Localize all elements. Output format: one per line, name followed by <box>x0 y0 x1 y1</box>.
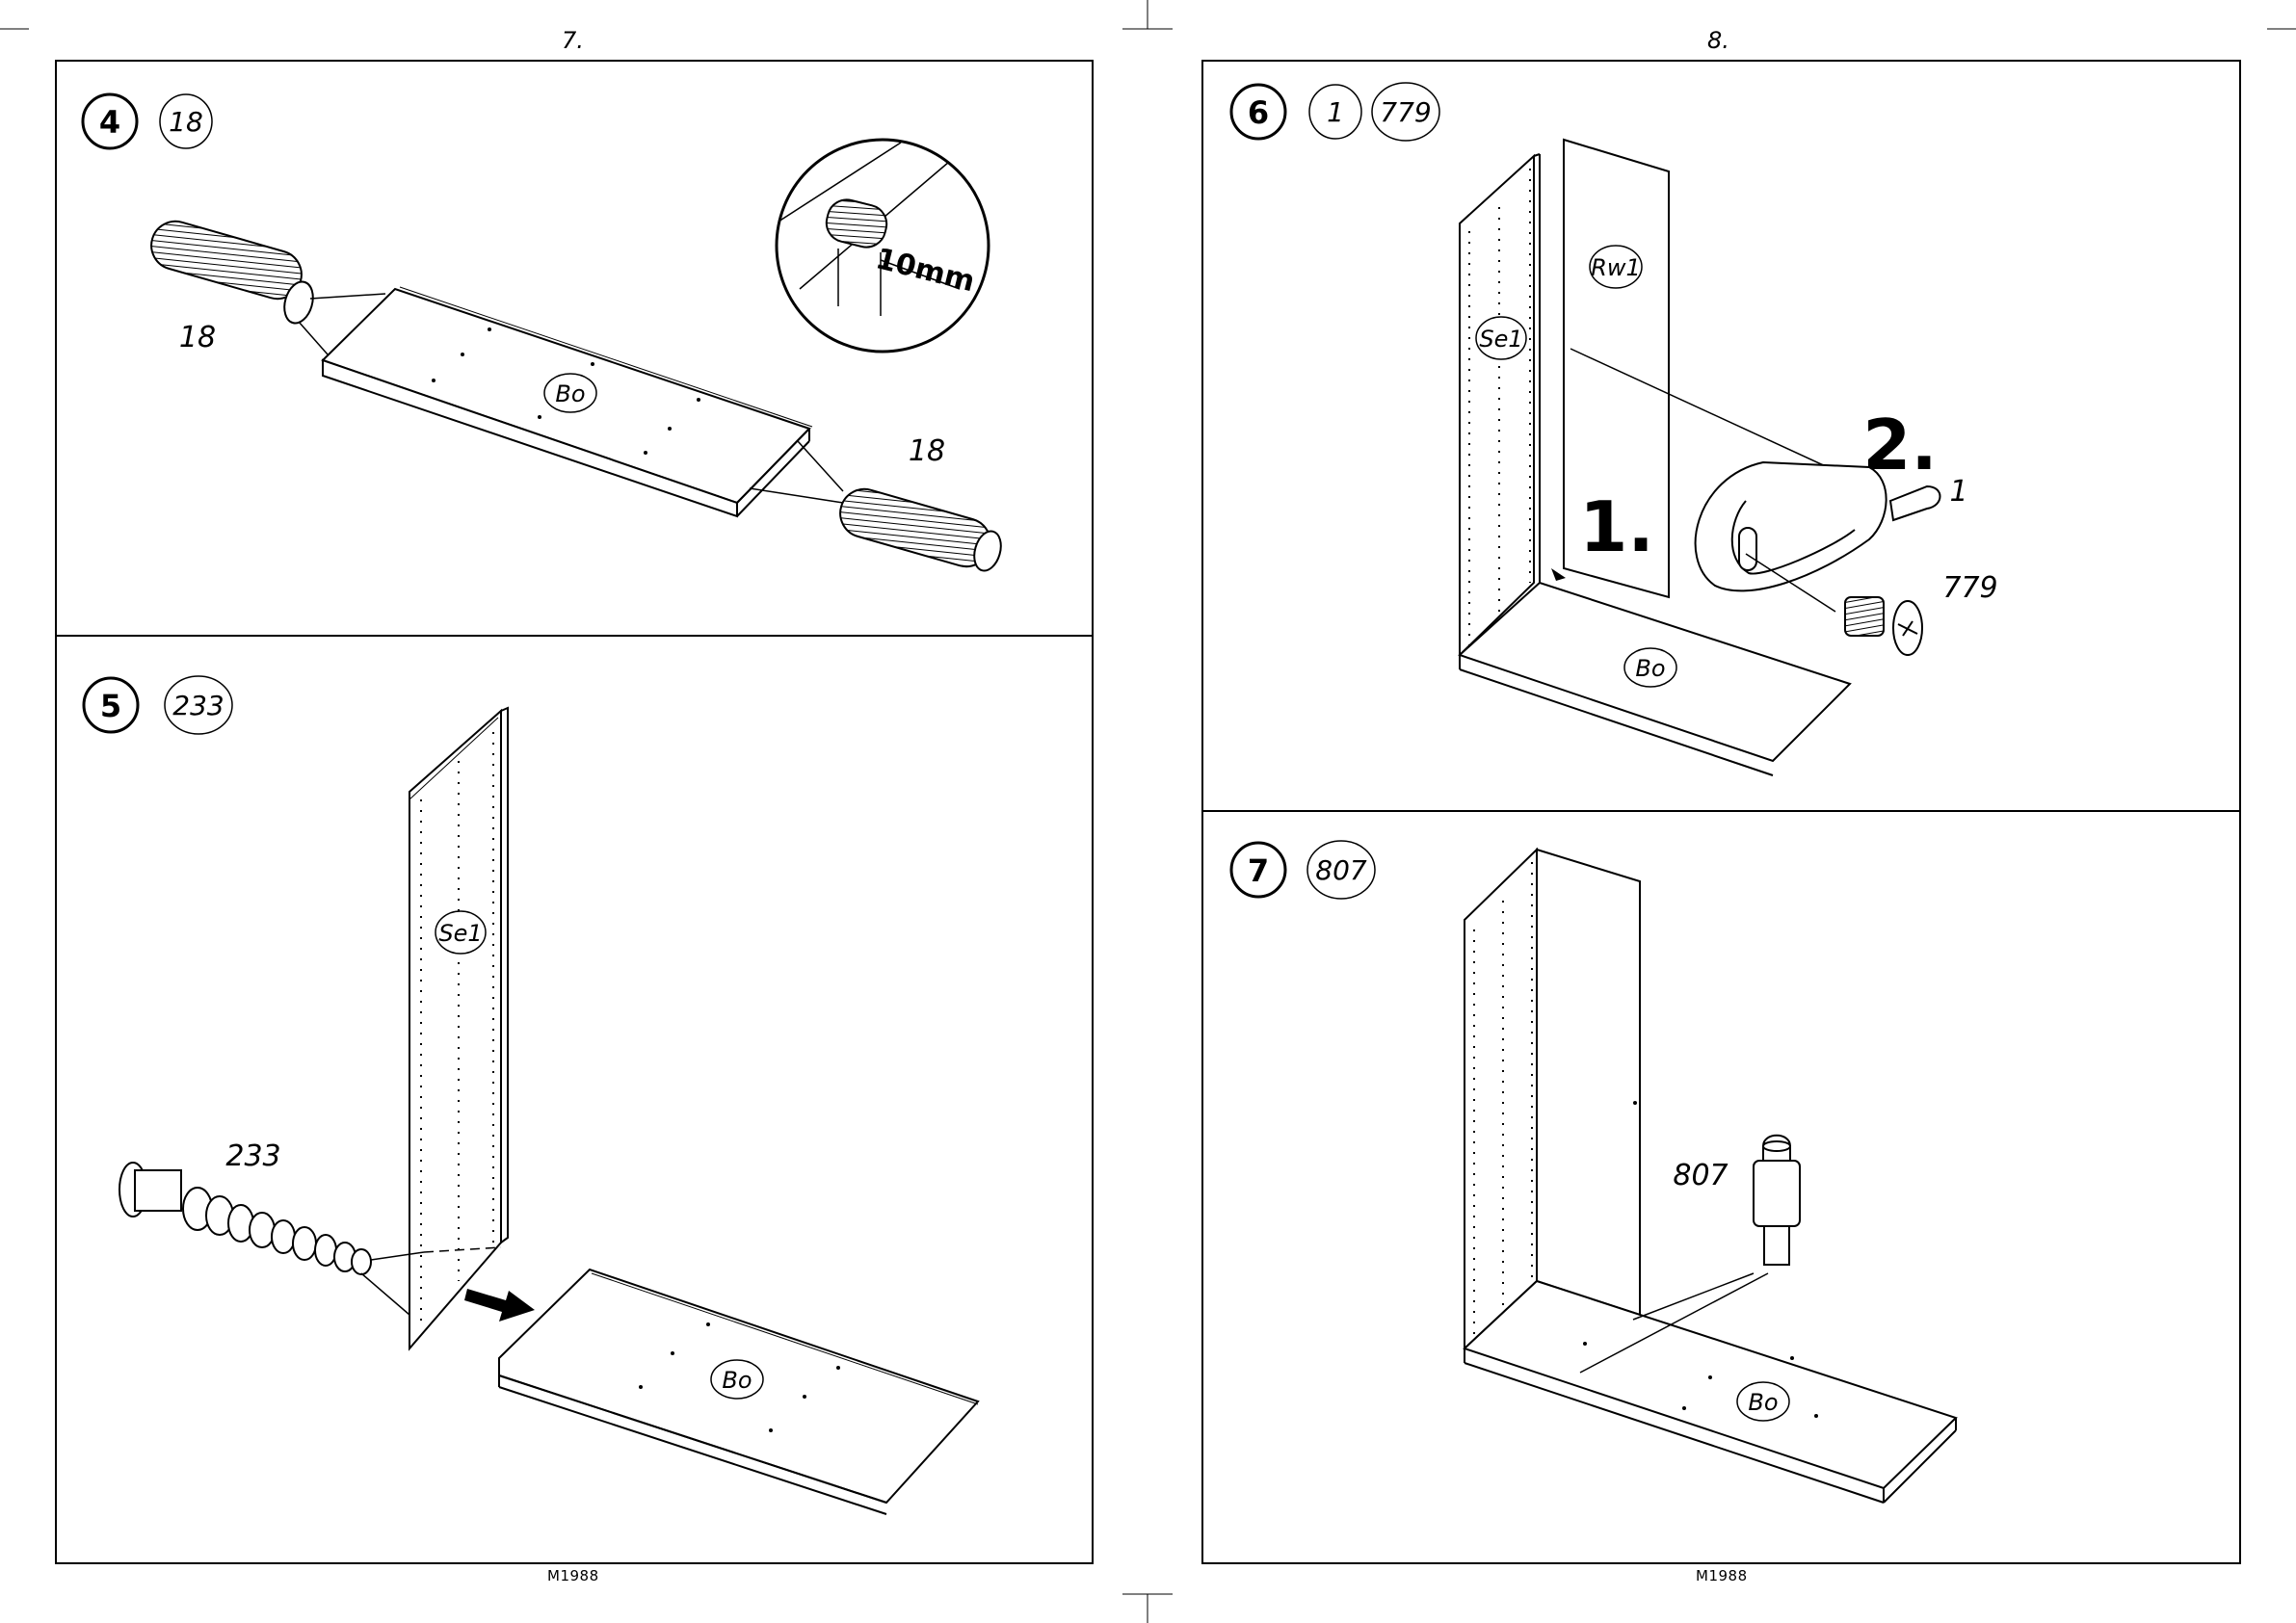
cam-connector <box>119 1163 371 1274</box>
dowel-label-left: 18 <box>179 321 216 354</box>
step-number: 7 <box>1248 852 1269 889</box>
shelf-pin <box>1754 1136 1800 1265</box>
step-number: 5 <box>100 688 121 724</box>
dowel-right <box>834 484 1005 574</box>
board-label: Bo <box>555 380 585 407</box>
step-4: 4 18 Bo 18 <box>83 94 1005 574</box>
part-number: 233 <box>172 690 224 721</box>
step-7: 7 807 Bo <box>1231 841 1956 1503</box>
step-number: 4 <box>99 104 120 141</box>
step-6: 6 1 779 Se1 Rw1 Bo 1. 2. <box>1231 83 1998 775</box>
screw-part <box>1845 597 1922 655</box>
part-number-1: 1 <box>1327 96 1344 128</box>
part-number: 18 <box>169 106 203 138</box>
dowel-left <box>145 216 317 327</box>
connector-label: 233 <box>225 1139 280 1173</box>
board-label: Bo <box>1748 1389 1778 1416</box>
arrow-icon <box>464 1289 535 1322</box>
bracket-label: 1 <box>1949 475 1967 509</box>
back-panel-label: Rw1 <box>1591 254 1641 281</box>
side-panel-label: Se1 <box>438 920 482 947</box>
side-panel-label: Se1 <box>1479 326 1522 353</box>
part-number: 807 <box>1315 854 1367 886</box>
order-label-1: 1. <box>1579 486 1653 567</box>
zoom-detail: 10mm <box>777 140 989 352</box>
step-number: 6 <box>1248 94 1269 131</box>
arrow-icon <box>1551 568 1566 581</box>
step-5: 5 233 Se1 <box>84 676 978 1514</box>
part-number-2: 779 <box>1380 96 1431 128</box>
dowel-label-right: 18 <box>909 434 945 468</box>
pin-label: 807 <box>1673 1159 1728 1192</box>
screw-label: 779 <box>1942 571 1997 605</box>
board-label: Bo <box>722 1367 752 1394</box>
board-label: Bo <box>1635 655 1665 682</box>
